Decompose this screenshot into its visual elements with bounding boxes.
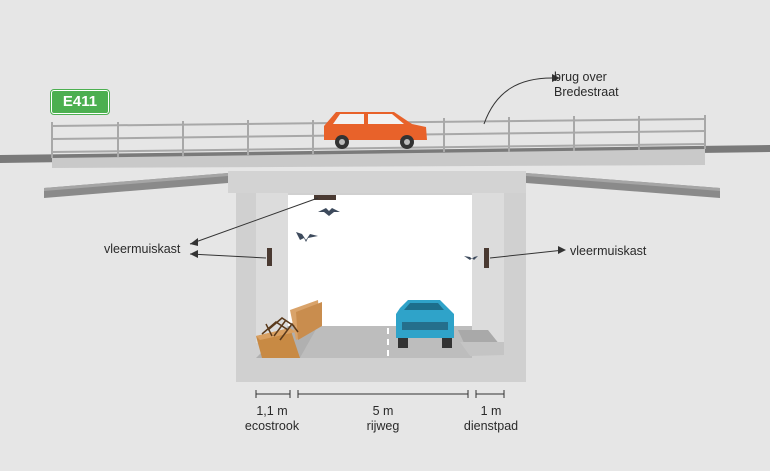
right-ramp-top (526, 173, 720, 191)
branches (261, 317, 299, 341)
eco-wall-front (296, 302, 322, 340)
dimension-value: 1 m (480, 404, 502, 418)
bat-box-ceiling (314, 195, 336, 200)
bats (296, 208, 478, 260)
bridge-leader (483, 77, 553, 125)
left-ramp-top (44, 173, 228, 191)
dimension-value: 1,1 m (256, 404, 288, 418)
bridge-deck-face (52, 149, 705, 168)
dimension-name: dienstpad (463, 419, 519, 433)
dimension-ecostrook: 1,1 m ecostrook (238, 404, 306, 434)
bat-box-label-left: vleermuiskast (104, 242, 181, 256)
dimension-name: rijweg (366, 419, 400, 433)
leader-left-1 (189, 197, 319, 245)
bat-box-left (267, 248, 272, 266)
bat-box-label-right: vleermuiskast (570, 244, 647, 258)
e411-road-badge: E411 (50, 89, 110, 115)
dimension-name: ecostrook (244, 419, 300, 433)
bridge-label-line2: Bredestraat (554, 85, 619, 99)
left-wall-inner (256, 193, 288, 343)
guard-rail (51, 115, 706, 158)
bridge-label-line1: brug over (554, 70, 607, 84)
bridge-label: brug over Bredestraat (554, 70, 619, 100)
dimension-value: 5 m (372, 404, 394, 418)
dimension-lines (255, 390, 505, 398)
orange-car (324, 112, 427, 149)
service-path-top (460, 342, 504, 356)
bat-box-right (484, 248, 489, 268)
leader-left-2 (189, 253, 267, 259)
dimension-rijweg: 5 m rijweg (350, 404, 416, 434)
dimension-dienstpad: 1 m dienstpad (456, 404, 526, 434)
blue-car (396, 300, 454, 348)
leader-right (489, 249, 565, 259)
tunnel-top-slab (228, 171, 526, 193)
